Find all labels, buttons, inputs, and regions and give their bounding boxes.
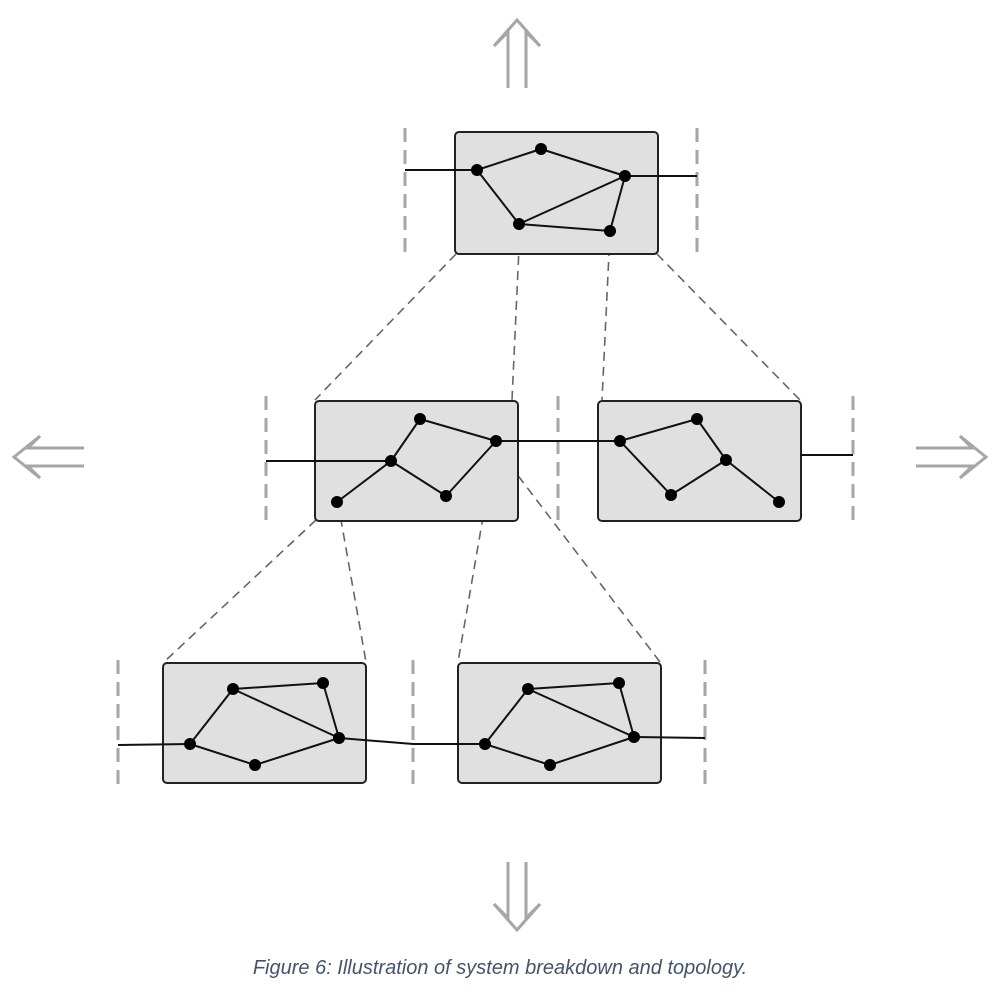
- arrow-down-icon: [492, 862, 542, 933]
- subsystem-box-top: [454, 131, 659, 255]
- figure-caption: Figure 6: Illustration of system breakdo…: [252, 957, 748, 979]
- system-topology-diagram: [11, 17, 989, 933]
- subsystem-box-middle-right: [597, 400, 802, 522]
- subsystem-box-bottom-left: [162, 662, 367, 784]
- arrow-right-icon: [916, 434, 989, 480]
- subsystem-boxes: [162, 131, 802, 784]
- graph-edges: [117, 148, 853, 766]
- arrow-up-icon: [492, 17, 542, 88]
- arrow-left-icon: [11, 434, 84, 480]
- subsystem-box-bottom-right: [457, 662, 662, 784]
- graph-nodes: [184, 143, 785, 771]
- decomposition-links: [163, 225, 801, 663]
